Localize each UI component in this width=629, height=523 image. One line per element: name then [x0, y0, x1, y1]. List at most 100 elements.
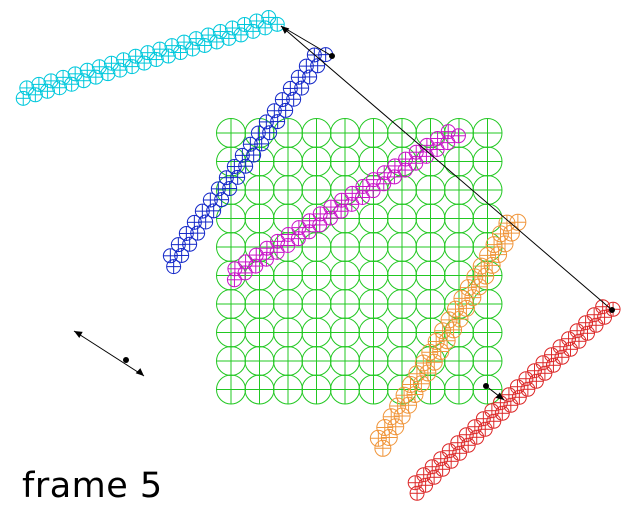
- red-particle: [578, 315, 594, 331]
- green-particle: [244, 289, 275, 319]
- red-particle: [535, 355, 551, 371]
- orange-particle: [466, 268, 484, 286]
- green-particle: [244, 317, 275, 348]
- red-particle: [416, 467, 432, 483]
- red-particle: [597, 309, 613, 325]
- red-particle: [452, 445, 468, 461]
- cyan-particle: [224, 20, 240, 36]
- green-particle: [444, 374, 474, 405]
- orange-particle: [459, 279, 477, 297]
- cyan-to-red-arrow: [280, 25, 615, 313]
- orange-particle: [419, 364, 437, 382]
- magenta-particle: [450, 128, 466, 144]
- red-particle: [494, 405, 510, 421]
- green-particle: [330, 146, 360, 177]
- green-particle: [387, 346, 417, 376]
- red-particle: [484, 403, 500, 419]
- red-particle: [418, 477, 434, 493]
- magenta-particle-chain: [226, 124, 466, 288]
- green-particle: [216, 317, 246, 348]
- frame-label: frame 5: [22, 466, 163, 506]
- green-particle: [216, 203, 246, 234]
- green-particle: [330, 118, 360, 148]
- green-particle: [216, 289, 246, 319]
- green-particle: [415, 232, 446, 262]
- green-particle: [358, 260, 389, 291]
- green-particle: [301, 175, 332, 205]
- red-particle: [503, 397, 519, 413]
- green-particle: [330, 374, 360, 405]
- green-particle: [244, 175, 275, 205]
- green-particle: [358, 146, 389, 177]
- green-particle: [301, 118, 332, 148]
- blue-particle: [198, 214, 214, 230]
- green-particle: [387, 175, 417, 205]
- green-particle: [273, 317, 303, 348]
- orange-particle: [451, 310, 469, 328]
- red-particle: [518, 371, 534, 387]
- green-particle: [444, 260, 474, 291]
- green-particle: [387, 317, 417, 348]
- green-particle: [472, 203, 503, 234]
- red-particle: [562, 341, 578, 357]
- green-particle: [301, 317, 332, 348]
- red-particle: [450, 435, 466, 451]
- red-particle: [588, 317, 604, 333]
- magenta-particle: [238, 254, 254, 270]
- red-particle: [554, 349, 570, 365]
- arrows: [73, 25, 615, 401]
- green-particle: [216, 374, 246, 405]
- cyan-particle: [261, 9, 277, 25]
- green-particle: [244, 346, 275, 376]
- red-particle: [526, 363, 542, 379]
- cyan-particle: [100, 66, 116, 82]
- green-particle: [273, 374, 303, 405]
- red-particle: [552, 339, 568, 355]
- red-particle: [477, 421, 493, 437]
- red-particle-chain: [407, 299, 621, 501]
- orange-particle: [509, 213, 527, 231]
- blue-particle: [270, 114, 286, 130]
- blue-particle: [246, 147, 262, 163]
- green-particle: [273, 175, 303, 205]
- red-particle: [433, 451, 449, 467]
- green-particle: [415, 317, 446, 348]
- cyan-particle: [269, 16, 285, 32]
- green-particle: [387, 289, 417, 319]
- cyan-particle: [124, 59, 140, 75]
- green-particle: [358, 374, 389, 405]
- red-particle: [443, 453, 459, 469]
- green-particle: [444, 232, 474, 262]
- green-particle: [244, 374, 275, 405]
- green-particle: [301, 260, 332, 291]
- red-particle: [561, 331, 577, 347]
- orange-particle-chain: [369, 213, 527, 457]
- red-particle: [467, 419, 483, 435]
- free-double-arrow: [73, 330, 145, 377]
- green-particle: [301, 146, 332, 177]
- particle-chains: [15, 9, 621, 501]
- red-particle: [571, 333, 587, 349]
- red-particle: [426, 469, 442, 485]
- red-particle: [586, 307, 602, 323]
- green-particle: [358, 232, 389, 262]
- cyan-particle: [67, 66, 83, 82]
- green-particle: [387, 118, 417, 148]
- blue-particle: [294, 80, 310, 96]
- green-particle: [216, 346, 246, 376]
- magenta-particle: [302, 213, 318, 229]
- green-particle: [273, 346, 303, 376]
- red-particle: [424, 459, 440, 475]
- red-particle: [520, 381, 536, 397]
- red-particle: [407, 475, 423, 491]
- green-particle: [472, 175, 503, 205]
- red-particle: [486, 413, 502, 429]
- green-particle: [273, 289, 303, 319]
- red-particle: [569, 323, 585, 339]
- green-particle: [472, 346, 503, 376]
- red-particle: [537, 365, 553, 381]
- red-particle: [409, 485, 425, 501]
- green-particle: [216, 118, 246, 148]
- magenta-particle: [430, 131, 446, 147]
- red-particle: [580, 325, 596, 341]
